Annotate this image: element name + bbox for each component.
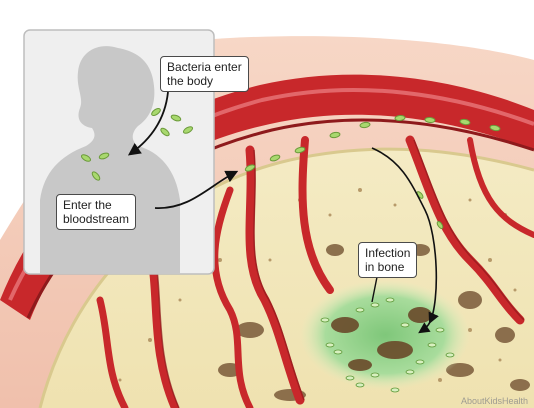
label-line: Infection xyxy=(365,246,410,260)
watermark: AboutKidsHealth xyxy=(461,396,528,406)
label-bacteria-enter: Bacteria enter the body xyxy=(160,56,249,92)
label-infection-in-bone: Infection in bone xyxy=(358,242,417,278)
infection-zone xyxy=(300,280,470,390)
label-line: bloodstream xyxy=(63,212,129,226)
label-enter-bloodstream: Enter the bloodstream xyxy=(56,194,136,230)
label-line: Enter the xyxy=(63,198,129,212)
label-line: in bone xyxy=(365,260,410,274)
label-line: Bacteria enter xyxy=(167,60,242,74)
label-line: the body xyxy=(167,74,242,88)
